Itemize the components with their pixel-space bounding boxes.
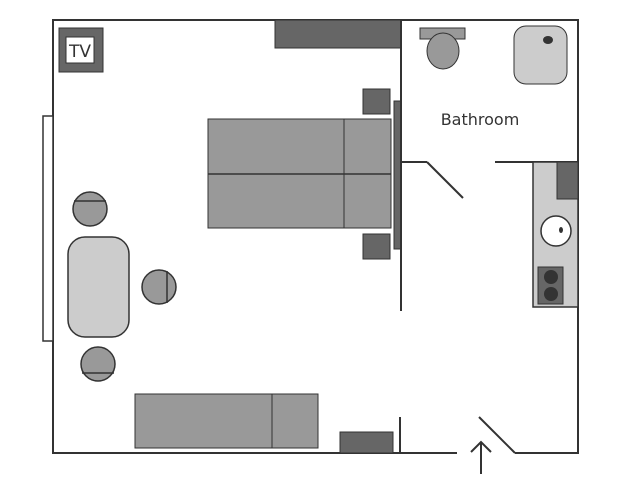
tv-unit: TV bbox=[58, 27, 104, 73]
kitchen-sink bbox=[540, 215, 572, 247]
chair-top bbox=[72, 191, 108, 227]
cabinet bbox=[339, 431, 394, 454]
fridge bbox=[556, 161, 579, 200]
shower bbox=[513, 25, 568, 85]
chair-right bbox=[141, 269, 177, 305]
entrance-door bbox=[478, 416, 516, 454]
sofa bbox=[134, 393, 319, 449]
dining-table bbox=[67, 236, 130, 338]
outer-wall bbox=[52, 19, 579, 454]
entrance-gap bbox=[457, 450, 515, 456]
stove bbox=[537, 266, 564, 305]
double-bed bbox=[207, 118, 392, 229]
wardrobe bbox=[274, 19, 402, 49]
arrow-up-icon bbox=[470, 440, 492, 474]
bathroom-door bbox=[426, 161, 464, 199]
window bbox=[42, 115, 54, 342]
tv-label: TV bbox=[68, 42, 91, 62]
toilet bbox=[419, 27, 466, 70]
chair-bottom bbox=[80, 346, 116, 382]
nightstand-top bbox=[362, 88, 391, 115]
bathroom-label: Bathroom bbox=[441, 110, 520, 129]
nightstand-bottom bbox=[362, 233, 391, 260]
headboard bbox=[393, 100, 402, 250]
